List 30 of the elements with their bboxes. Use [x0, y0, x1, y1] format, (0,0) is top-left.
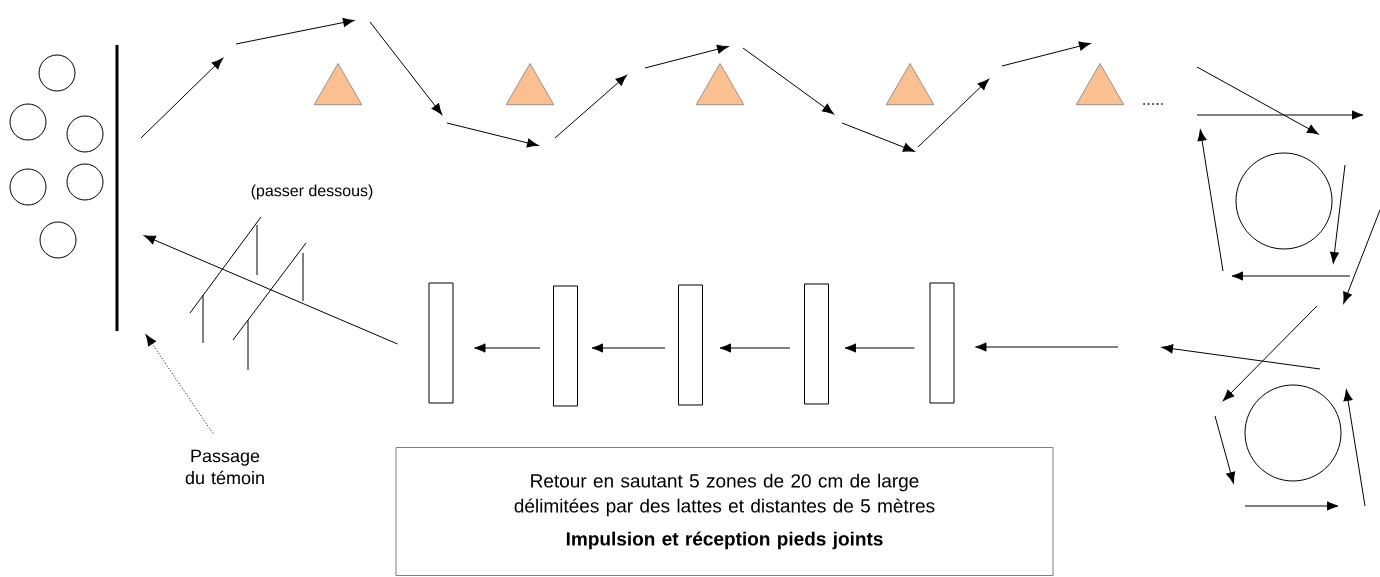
cone-triangle — [1075, 63, 1125, 106]
player-circle — [66, 115, 104, 153]
player-circle — [38, 54, 76, 92]
cone-triangle — [313, 63, 363, 106]
player-circle — [9, 103, 47, 141]
player-circle — [39, 221, 77, 259]
cone-triangle — [885, 63, 935, 106]
lath-rectangle — [804, 283, 829, 405]
player-circle — [66, 163, 104, 201]
label-text: (passer dessous) — [251, 184, 373, 200]
lath-rectangle — [678, 284, 703, 406]
cone-triangle — [505, 63, 555, 106]
lath-rectangle — [553, 285, 578, 407]
lath-rectangle — [428, 282, 454, 404]
player-circle — [9, 168, 47, 206]
arrow — [474, 343, 541, 353]
label-text: ..... — [1143, 103, 1163, 105]
leader-line — [145, 334, 214, 434]
arrow — [975, 342, 1119, 352]
obstacle-circle — [1235, 152, 1333, 250]
note-box: Retour en sautant 5 zones de 20 cm de large délimitées par des lattes et distantes de 5 mètres Impulsion et réception pieds joints — [395, 447, 1054, 576]
arrow — [719, 343, 791, 353]
lath-rectangle — [929, 282, 955, 404]
arrow — [591, 343, 666, 353]
obstacle-circle — [1244, 384, 1342, 482]
start-line — [115, 45, 119, 331]
cone-triangle — [695, 63, 745, 106]
arrow — [844, 343, 915, 353]
arrow — [144, 235, 398, 345]
caption-text: Passage du témoin — [185, 449, 264, 485]
